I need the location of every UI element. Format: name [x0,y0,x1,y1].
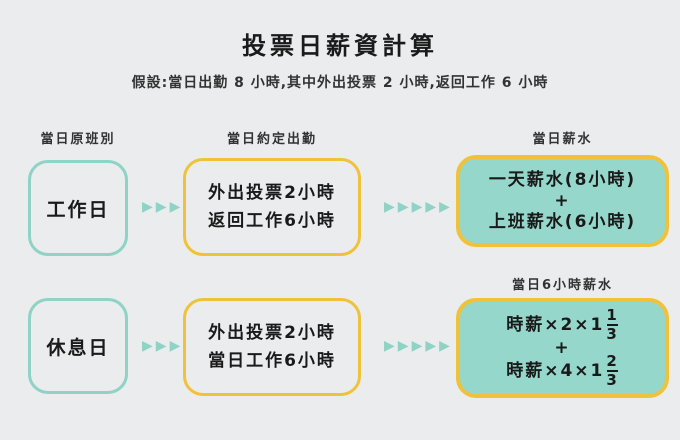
arrow-icon: ▶▶▶ [142,199,181,215]
page-title: 投票日薪資計算 [242,32,438,60]
plus-sign: + [554,338,571,358]
attendance-box-restday: 外出投票2小時 當日工作6小時 [183,298,361,396]
attendance-line: 當日工作6小時 [208,351,336,371]
header-agreed-attendance: 當日約定出勤 [226,132,317,147]
pay-line: 上班薪水(6小時) [488,212,637,232]
attendance-box-workday: 外出投票2小時 返回工作6小時 [183,158,361,256]
header-daily-pay: 當日薪水 [532,132,593,147]
shift-label: 工作日 [46,198,110,221]
pay-line: 一天薪水(8小時) [488,170,637,190]
arrow-icon: ▶▶▶▶▶ [384,199,450,215]
shift-box-restday: 休息日 [28,298,128,394]
attendance-line: 外出投票2小時 [208,183,336,203]
row2-pay-label: 當日6小時薪水 [511,278,614,293]
plus-sign: + [554,191,571,211]
attendance-line: 外出投票2小時 [208,323,336,343]
shift-label: 休息日 [46,336,110,359]
arrow-icon: ▶▶▶ [142,338,181,354]
pay-box-workday: 一天薪水(8小時) + 上班薪水(6小時) [456,155,669,247]
header-original-shift: 當日原班別 [40,132,116,147]
assumption-text: 假設:當日出勤 8 小時,其中外出投票 2 小時,返回工作 6 小時 [131,75,549,91]
shift-box-workday: 工作日 [28,160,128,256]
arrow-icon: ▶▶▶▶▶ [384,338,450,354]
attendance-line: 返回工作6小時 [208,211,336,231]
